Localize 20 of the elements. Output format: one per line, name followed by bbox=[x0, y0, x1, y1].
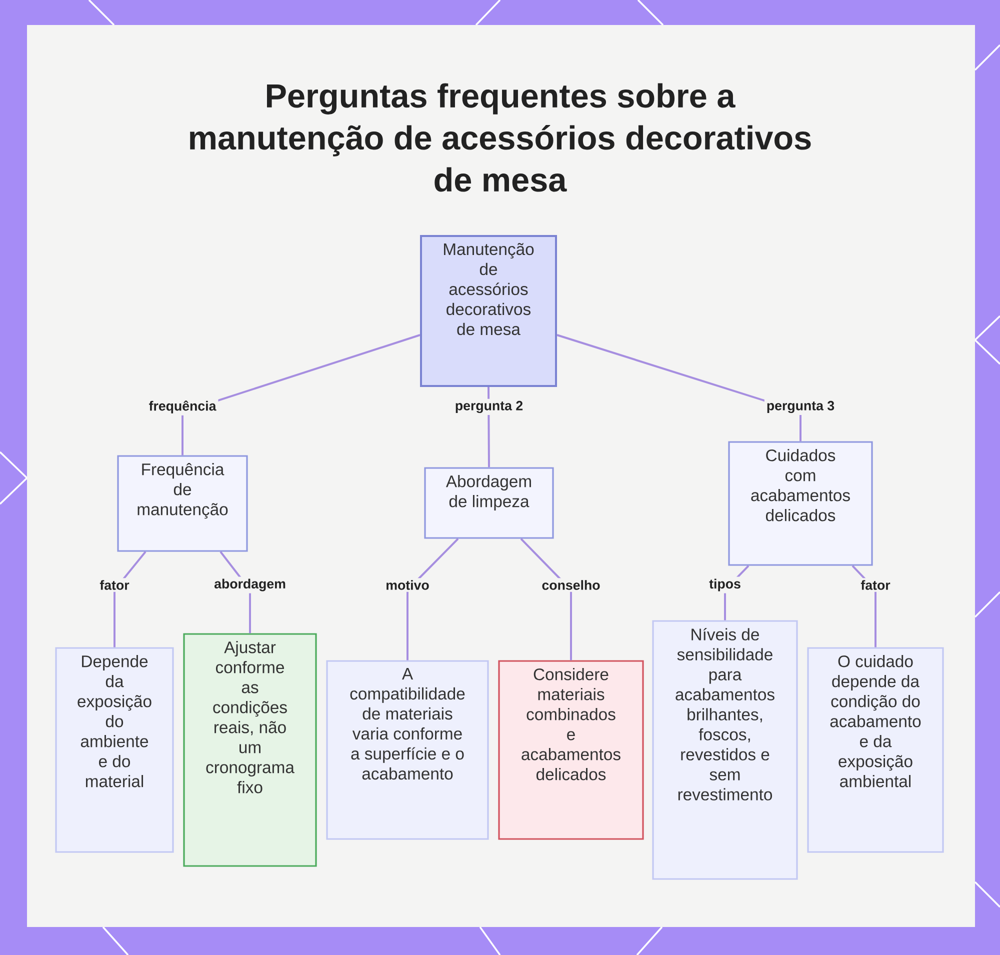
edge-label: pergunta 2 bbox=[452, 398, 526, 416]
leaf-box: Considere materiais combinados e acabamentos delicados bbox=[498, 660, 644, 840]
leaf-box: O cuidado depende da condição do acabamento e da exposição ambiental bbox=[807, 647, 944, 853]
edge-label: conselho bbox=[540, 578, 602, 592]
edge-label: motivo bbox=[384, 578, 432, 592]
leaf-box: Níveis de sensibilidade para acabamentos brilhantes, foscos, revestidos e sem revestimento bbox=[652, 620, 798, 880]
root-box: Manutenção de acessórios decorativos de mesa bbox=[420, 235, 557, 387]
edge-label: pergunta 3 bbox=[764, 398, 837, 416]
edge-label: frequência bbox=[146, 398, 218, 416]
branch-box: Frequência de manutenção bbox=[117, 455, 248, 552]
branch-box: Cuidados com acabamentos delicados bbox=[728, 441, 873, 566]
edge-label: tipos bbox=[707, 576, 743, 594]
branch-box: Abordagem de limpeza bbox=[424, 467, 554, 539]
edge-label: abordagem bbox=[212, 576, 288, 594]
leaf-box: Depende da exposição do ambiente e do material bbox=[55, 647, 174, 853]
leaf-box: Ajustar conforme as condições reais, não um cronograma fixo bbox=[183, 633, 317, 867]
leaf-box: A compatibilidade de materiais varia conforme a superfície e o acabamento bbox=[326, 660, 489, 840]
edge-label: fator bbox=[98, 578, 132, 592]
title: Perguntas frequentes sobre a manutenção de acessórios decorativos de mesa bbox=[190, 83, 811, 192]
edge-label: fator bbox=[858, 578, 892, 592]
